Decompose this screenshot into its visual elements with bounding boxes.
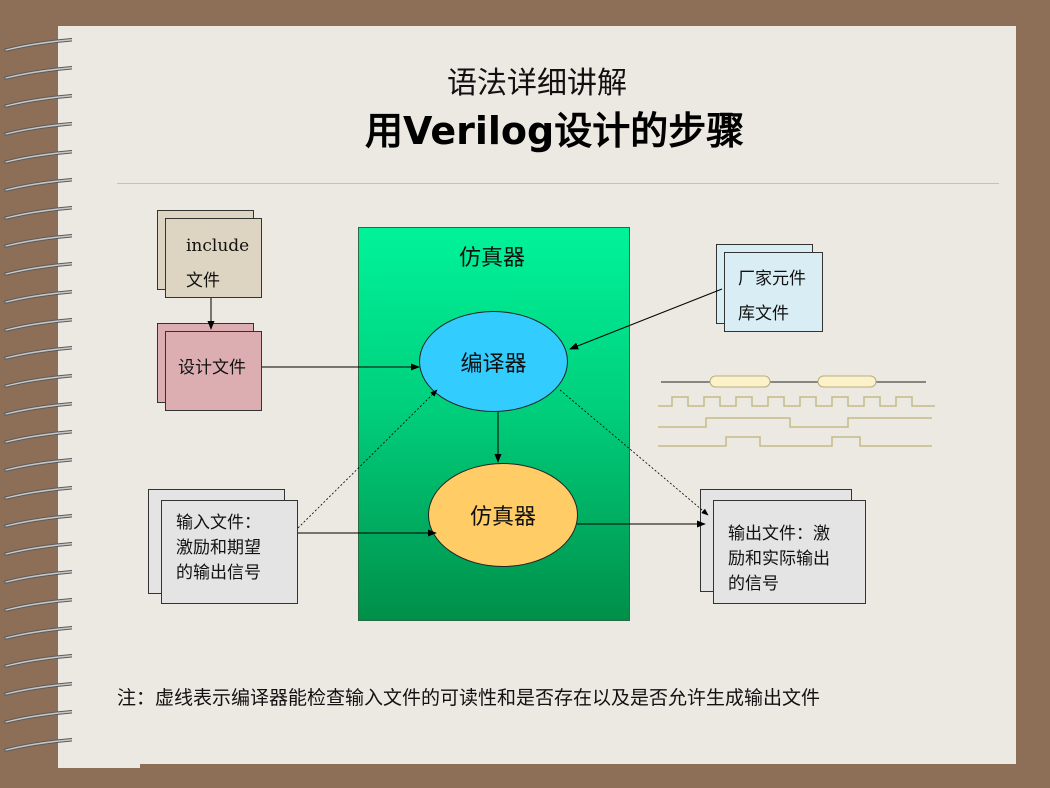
compiler-node: 编译器 (419, 311, 568, 412)
vendor-lib-line2: 库文件 (738, 304, 789, 324)
input-file-line1: 输入文件： (176, 513, 261, 533)
slide-subtitle: 语法详细讲解 (447, 66, 627, 101)
slide-title: 用Verilog设计的步骤 (365, 109, 745, 153)
output-file-line3: 的信号 (728, 574, 779, 594)
include-file: include 文件 (165, 218, 262, 298)
simulator-box-label: 仿真器 (459, 246, 526, 271)
vendor-lib-file: 厂家元件 库文件 (724, 252, 823, 332)
design-file-label: 设计文件 (178, 358, 246, 378)
output-file-line1: 输出文件：激 (728, 524, 830, 544)
vendor-lib-line1: 厂家元件 (738, 269, 806, 289)
title-divider (117, 183, 999, 184)
input-file-line2: 激励和期望 (176, 538, 261, 558)
include-file-line1: include (186, 236, 250, 256)
simulator-node: 仿真器 (428, 463, 578, 567)
include-file-line2: 文件 (186, 271, 220, 291)
input-file: 输入文件： 激励和期望 的输出信号 (161, 500, 298, 604)
input-file-line3: 的输出信号 (176, 563, 261, 583)
output-file: 输出文件：激 励和实际输出 的信号 (713, 500, 866, 604)
footnote: 注：虚线表示编译器能检查输入文件的可读性和是否存在以及是否允许生成输出文件 (117, 687, 821, 709)
output-file-line2: 励和实际输出 (728, 549, 830, 569)
design-file: 设计文件 (165, 331, 262, 411)
